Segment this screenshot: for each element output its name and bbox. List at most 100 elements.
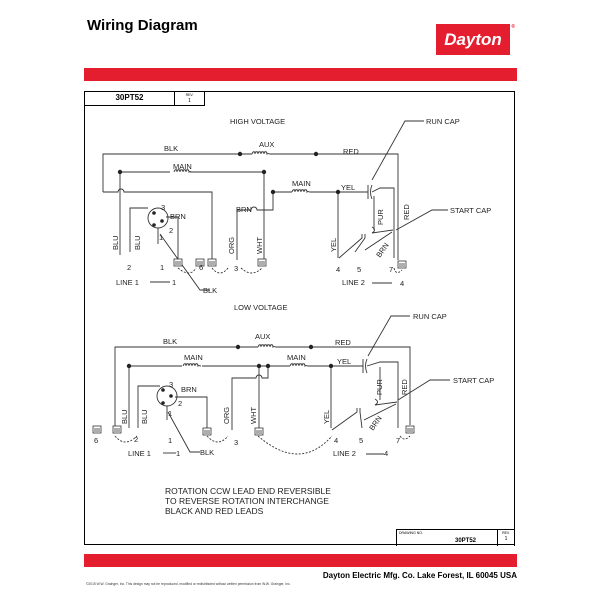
registered-mark: ® xyxy=(511,24,515,30)
lv-pin2: 2 xyxy=(178,399,182,408)
header-red-bar xyxy=(84,68,517,81)
lv-blk-lead: BLK xyxy=(200,448,214,457)
footer-red-bar xyxy=(84,554,517,567)
hv-label-wht: WHT xyxy=(255,237,264,254)
lv-wire-blk xyxy=(114,346,238,428)
lv-labels: LOW VOLTAGE BLK AUX RED MAIN MAIN YEL RU… xyxy=(94,303,494,458)
hv-coil-main2 xyxy=(291,189,311,193)
hv-label-red: RED xyxy=(343,147,359,156)
high-voltage-diagram xyxy=(102,151,403,291)
hv-pin2: 2 xyxy=(169,226,173,235)
lv-wire-brn-sw xyxy=(363,403,397,421)
note-line: TO REVERSE ROTATION INTERCHANGE xyxy=(165,496,329,506)
hv-blk-lead: BLK xyxy=(203,286,217,295)
lv-t7: 7 xyxy=(396,436,400,445)
low-voltage-diagram xyxy=(114,344,411,455)
lv-wire-brn-pin2 xyxy=(175,396,208,428)
hv-t7: 7 xyxy=(389,265,393,274)
lv-label-red: RED xyxy=(335,338,351,347)
lv-start-cap xyxy=(374,398,398,406)
hv-label-brn-mid: BRN xyxy=(236,205,252,214)
hv-line1-term: 1 xyxy=(172,278,176,287)
hv-heading: HIGH VOLTAGE xyxy=(230,117,285,126)
hv-label-org: ORG xyxy=(227,237,236,254)
rev-value: 1 xyxy=(504,536,508,542)
lv-pin3: 3 xyxy=(169,380,173,389)
lv-wire-red-v xyxy=(366,361,399,428)
hv-label-aux: AUX xyxy=(259,140,274,149)
hv-run-cap xyxy=(367,184,373,200)
part-number: 30PT52 xyxy=(115,93,144,102)
lv-label-yel: YEL xyxy=(337,357,351,366)
hv-label-brn-v: BRN xyxy=(374,241,390,259)
hv-label-red-v: RED xyxy=(402,204,411,220)
lv-label-wht: WHT xyxy=(249,407,258,424)
lv-label-yel-v: YEL xyxy=(322,410,331,424)
lv-terminals xyxy=(92,425,415,436)
hv-t6: 6 xyxy=(199,263,203,272)
hv-label-main2: MAIN xyxy=(292,179,311,188)
lv-label-main1: MAIN xyxy=(184,353,203,362)
hv-line2-term: 4 xyxy=(400,279,404,288)
rev-value: 1 xyxy=(188,98,191,104)
lv-pin1: 1 xyxy=(168,409,172,418)
hv-start-cap xyxy=(371,226,394,234)
hv-label-start-cap: START CAP xyxy=(450,206,491,215)
lv-line2: LINE 2 xyxy=(333,449,356,458)
lv-wire-blu2 xyxy=(137,385,160,428)
copyright-notice: ©2015 W.W. Grainger, Inc. This design ma… xyxy=(86,582,291,586)
lv-label-main2: MAIN xyxy=(287,353,306,362)
drawing-no-label: DRAWING NO. xyxy=(399,531,423,535)
hv-label-blu1: BLU xyxy=(111,235,120,250)
hv-labels: HIGH VOLTAGE BLK AUX RED MAIN MAIN YEL R… xyxy=(111,117,491,295)
lv-t1: 1 xyxy=(168,436,172,445)
lv-label-pur: PUR xyxy=(375,379,384,395)
hv-wire-blu2 xyxy=(129,207,148,252)
lv-switch xyxy=(331,408,363,431)
logo-text: Dayton xyxy=(444,30,502,49)
company-address: Dayton Electric Mfg. Co. Lake Forest, IL… xyxy=(322,571,517,580)
hv-t2: 2 xyxy=(127,263,131,272)
hv-label-yel-v: YEL xyxy=(329,238,338,252)
hv-pin1: 1 xyxy=(159,233,163,242)
lv-label-blu1: BLU xyxy=(120,409,129,424)
lv-t5: 5 xyxy=(359,436,363,445)
lv-t4: 4 xyxy=(334,436,338,445)
rotation-note: ROTATION CCW LEAD END REVERSIBLE TO REVE… xyxy=(165,486,331,516)
hv-t5: 5 xyxy=(357,265,361,274)
lv-line1-term: 1 xyxy=(176,449,180,458)
lv-wire-blk-lead xyxy=(167,411,200,453)
hv-line1: LINE 1 xyxy=(116,278,139,287)
hv-switch xyxy=(338,234,366,259)
lv-label-red-v: RED xyxy=(400,379,409,395)
hv-label-pur: PUR xyxy=(376,209,385,225)
lv-line1: LINE 1 xyxy=(128,449,151,458)
hv-label-yel: YEL xyxy=(341,183,355,192)
lv-run-cap xyxy=(362,358,368,374)
dayton-logo: Dayton ® xyxy=(436,24,515,55)
hv-pin3: 3 xyxy=(161,203,165,212)
lv-callouts xyxy=(367,315,450,401)
lv-heading: LOW VOLTAGE xyxy=(234,303,287,312)
hv-wire-brn-sw xyxy=(364,231,393,251)
lv-label-blk: BLK xyxy=(163,337,177,346)
hv-coil-aux xyxy=(251,151,271,155)
rev-label: REV. xyxy=(185,93,194,97)
lv-coil-main2 xyxy=(289,363,309,367)
lv-label-brn-switch: BRN xyxy=(181,385,197,394)
hv-wire-brn-pin2 xyxy=(166,216,179,260)
hv-t1: 1 xyxy=(160,263,164,272)
page-title: Wiring Diagram xyxy=(87,17,198,34)
lv-wire-red xyxy=(238,346,411,425)
hv-label-blk: BLK xyxy=(164,144,178,153)
hv-junctions xyxy=(117,151,341,227)
hv-label-run-cap: RUN CAP xyxy=(426,117,460,126)
rev-box-top: REV.1 xyxy=(174,91,205,106)
lv-label-start-cap: START CAP xyxy=(453,376,494,385)
lv-t2: 2 xyxy=(134,435,138,444)
lv-coil-main1 xyxy=(182,363,202,367)
rev-box-bottom: REV. 1 xyxy=(497,529,515,546)
drawing-frame xyxy=(84,91,515,545)
hv-wire-orange-route xyxy=(103,188,213,260)
